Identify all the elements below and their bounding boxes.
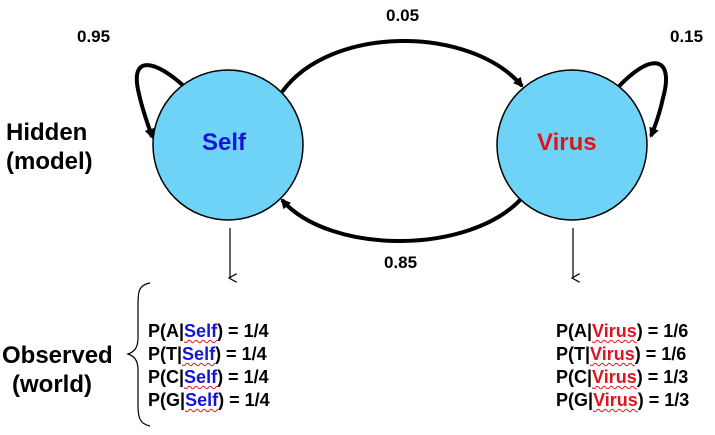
emission-value: 1/6	[661, 344, 687, 364]
hidden-label-line1: Hidden	[6, 119, 88, 146]
prob-virus-to-self: 0.85	[384, 253, 418, 272]
emission-symbol: T	[166, 344, 177, 364]
emission-symbol: A	[166, 321, 179, 341]
emission-list-virus: P(A|Virus) = 1/6 P(T|Virus) = 1/6 P(C|Vi…	[556, 320, 689, 412]
emission-symbol: C	[574, 367, 587, 387]
self-loop-arrow-self	[134, 63, 192, 139]
state-label-self: Self	[202, 129, 247, 156]
emission-row: P(C|Self) = 1/4	[148, 367, 269, 387]
emission-row: P(G|Virus) = 1/3	[556, 390, 690, 410]
prob-self-to-virus: 0.05	[386, 6, 420, 25]
emission-row: P(C|Virus) = 1/3	[556, 367, 689, 387]
emission-symbol: G	[166, 390, 181, 410]
emission-value: 1/4	[243, 321, 269, 341]
emission-value: 1/3	[664, 390, 690, 410]
observed-label-line2: (world)	[12, 371, 92, 398]
emission-state: Self	[184, 321, 218, 341]
emission-value: 1/4	[244, 390, 270, 410]
prob-virus-to-virus: 0.15	[670, 27, 704, 46]
observed-label: Observed (world)	[2, 341, 113, 399]
emission-row: P(A|Self) = 1/4	[148, 321, 269, 341]
hidden-label-line2: (model)	[6, 148, 93, 175]
emission-state: Self	[182, 344, 216, 364]
emission-state: Virus	[592, 321, 637, 341]
self-loop-arrow-virus	[610, 61, 669, 138]
emission-symbol: T	[574, 344, 585, 364]
emission-value: 1/4	[241, 344, 267, 364]
emission-row: P(T|Virus) = 1/6	[556, 344, 687, 364]
observed-brace	[126, 282, 151, 427]
emission-state: Self	[184, 367, 218, 387]
transition-arrow-virus-to-self	[280, 196, 524, 243]
emission-state: Virus	[590, 344, 635, 364]
observed-label-line1: Observed	[2, 342, 113, 369]
state-label-virus: Virus	[537, 129, 597, 156]
emission-state: Self	[185, 390, 219, 410]
emission-list-self: P(A|Self) = 1/4 P(T|Self) = 1/4 P(C|Self…	[148, 320, 270, 412]
emission-value: 1/4	[243, 367, 269, 387]
emission-symbol: G	[574, 390, 589, 410]
emission-row: P(A|Virus) = 1/6	[556, 321, 689, 341]
state-node-self	[152, 69, 304, 221]
emission-value: 1/6	[663, 321, 689, 341]
state-node-virus	[496, 69, 648, 221]
emission-value: 1/3	[663, 367, 689, 387]
hidden-label: Hidden (model)	[6, 118, 93, 176]
emission-state: Virus	[593, 390, 638, 410]
emission-symbol: C	[166, 367, 179, 387]
prob-self-to-self: 0.95	[77, 27, 111, 46]
emission-state: Virus	[592, 367, 637, 387]
transition-arrow-self-to-virus	[280, 39, 524, 94]
emission-row: P(T|Self) = 1/4	[148, 344, 267, 364]
emission-row: P(G|Self) = 1/4	[148, 390, 270, 410]
emission-symbol: A	[574, 321, 587, 341]
